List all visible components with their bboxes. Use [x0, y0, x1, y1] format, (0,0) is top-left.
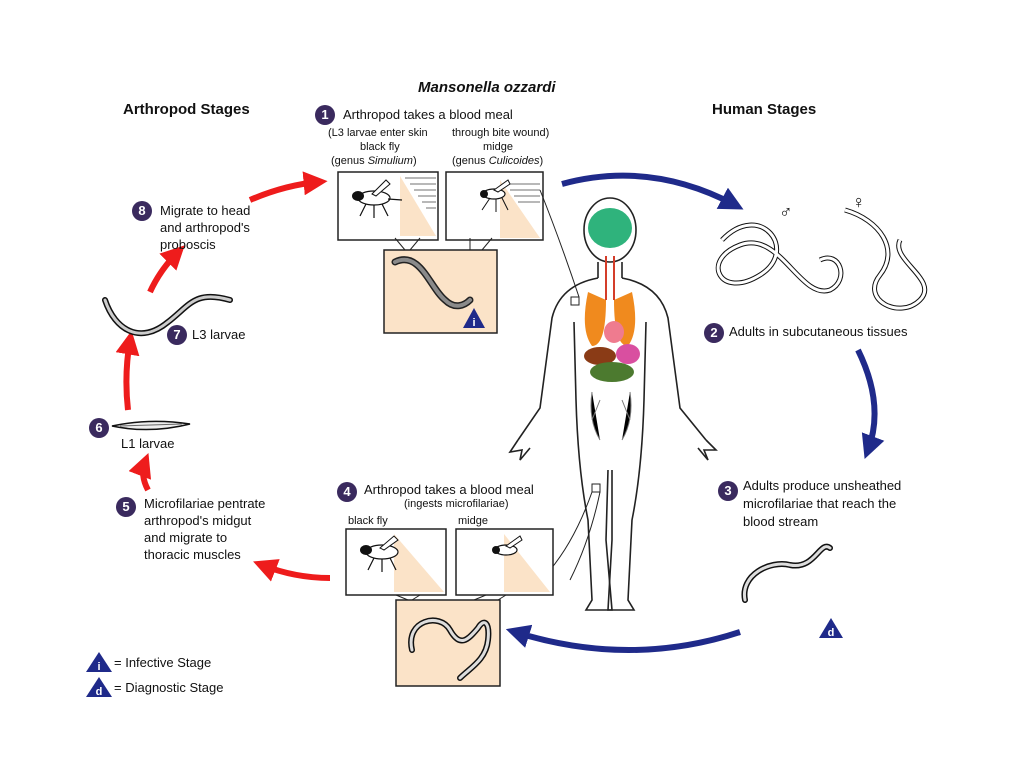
step1-title: Arthropod takes a blood meal	[343, 107, 513, 122]
intestines	[590, 362, 634, 382]
arrow-step1-to-step2	[561, 172, 744, 210]
step5-line4: thoracic muscles	[144, 547, 241, 562]
stomach	[616, 344, 640, 364]
step6-text: L1 larvae	[121, 436, 175, 451]
step8-line3: proboscis	[160, 237, 216, 252]
arrow-step2-to-step3	[855, 348, 885, 459]
arrow-step7-to-step8	[147, 245, 185, 294]
step2-text: Adults in subcutaneous tissues	[729, 324, 908, 339]
spine-nerves	[605, 256, 615, 300]
human-figure	[508, 197, 718, 611]
step4-badge: 4	[337, 482, 357, 502]
step4-title: Arthropod takes a blood meal	[364, 482, 534, 497]
infective-stage-icon: i	[463, 308, 485, 329]
step3-line3: blood stream	[743, 514, 819, 529]
legend-diagnostic-text: = Diagnostic Stage	[114, 680, 224, 695]
midge-icon	[492, 535, 523, 556]
svg-text:d: d	[96, 686, 103, 698]
step1-subtitle-b: through bite wound)	[452, 127, 550, 139]
diagram-title: Mansonella ozzardi	[418, 79, 556, 96]
legend-infective-text: = Infective Stage	[114, 655, 212, 670]
step3-line1: Adults produce unsheathed	[743, 478, 902, 493]
step1-midge-genus: (genus Culicoides)	[452, 155, 544, 167]
step5-line1: Microfilariae pentrate	[144, 496, 266, 511]
arrow-step8-to-step1	[248, 171, 328, 203]
brain	[588, 208, 632, 248]
svg-text:i: i	[472, 317, 475, 329]
step1-fly-name: black fly	[360, 141, 400, 153]
midge-icon	[480, 179, 511, 212]
step4-fly-name: black fly	[348, 515, 388, 527]
l3-larva	[102, 293, 233, 337]
blackfly-icon	[360, 535, 399, 572]
heart	[604, 321, 624, 343]
svg-text:d: d	[828, 627, 835, 639]
male-symbol: ♂	[779, 202, 793, 222]
step1-midge-name: midge	[483, 141, 513, 153]
step5-badge: 5	[116, 497, 136, 517]
step8-badge: 8	[132, 201, 152, 221]
l1-larva	[111, 420, 191, 431]
step1-midge-panel	[445, 171, 544, 241]
step8-line2: and arthropod's	[160, 220, 250, 235]
arrow-step5-to-step6	[128, 453, 152, 492]
step3-line2: microfilariae that reach the	[743, 496, 897, 511]
step7-text: L3 larvae	[192, 327, 246, 342]
female-symbol: ♀	[852, 192, 866, 212]
legend-infective-icon: i	[86, 652, 112, 673]
step1-blackfly-panel	[337, 171, 439, 241]
step3-badge: 3	[718, 481, 738, 501]
step4-subtitle: (ingests microfilariae)	[404, 498, 509, 510]
step2-badge: 2	[704, 323, 724, 343]
step5-line3: and migrate to	[144, 530, 228, 545]
step1-fly-genus: (genus Simulium)	[331, 155, 417, 167]
blackfly-icon	[352, 179, 403, 218]
svg-text:i: i	[97, 661, 100, 673]
legend-diagnostic-icon: d	[86, 677, 112, 698]
step4-midge-panel	[455, 528, 554, 596]
arrow-step6-to-step7	[115, 330, 140, 411]
step7-badge: 7	[167, 325, 187, 345]
liver	[584, 347, 616, 365]
arrow-step4-to-step5	[253, 559, 331, 582]
arrow-step3-to-step4	[505, 624, 741, 653]
step8-line1: Migrate to head	[160, 203, 251, 218]
step4-midge-name: midge	[458, 515, 488, 527]
step5-line2: arthropod's midgut	[144, 513, 252, 528]
step4-microfilaria-inset	[395, 599, 501, 687]
step6-badge: 6	[89, 418, 109, 438]
step1-badge: 1	[315, 105, 335, 125]
human-stages-header: Human Stages	[712, 101, 817, 118]
step1-larva-inset	[383, 249, 498, 334]
step1-subtitle-a: (L3 larvae enter skin	[328, 127, 428, 139]
arthropod-stages-header: Arthropod Stages	[123, 101, 250, 118]
diagnostic-stage-icon: d	[819, 618, 843, 639]
microfilaria-step3	[741, 543, 833, 603]
